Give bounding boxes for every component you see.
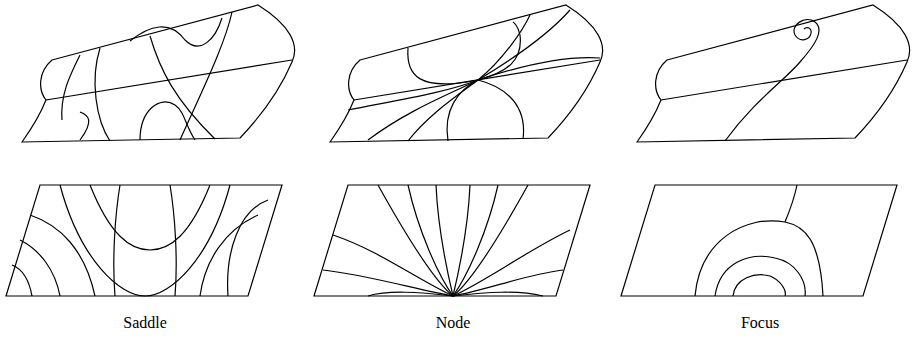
figure-caption: Node [436,314,471,332]
focus-surface [637,5,910,142]
saddle-plane [6,185,282,296]
saddle-surface [22,5,295,142]
figure-caption: Saddle [123,314,167,332]
focus-plane [621,185,897,296]
node-plane [314,185,590,296]
node-surface [330,5,603,142]
figure-caption: Focus [741,314,779,332]
